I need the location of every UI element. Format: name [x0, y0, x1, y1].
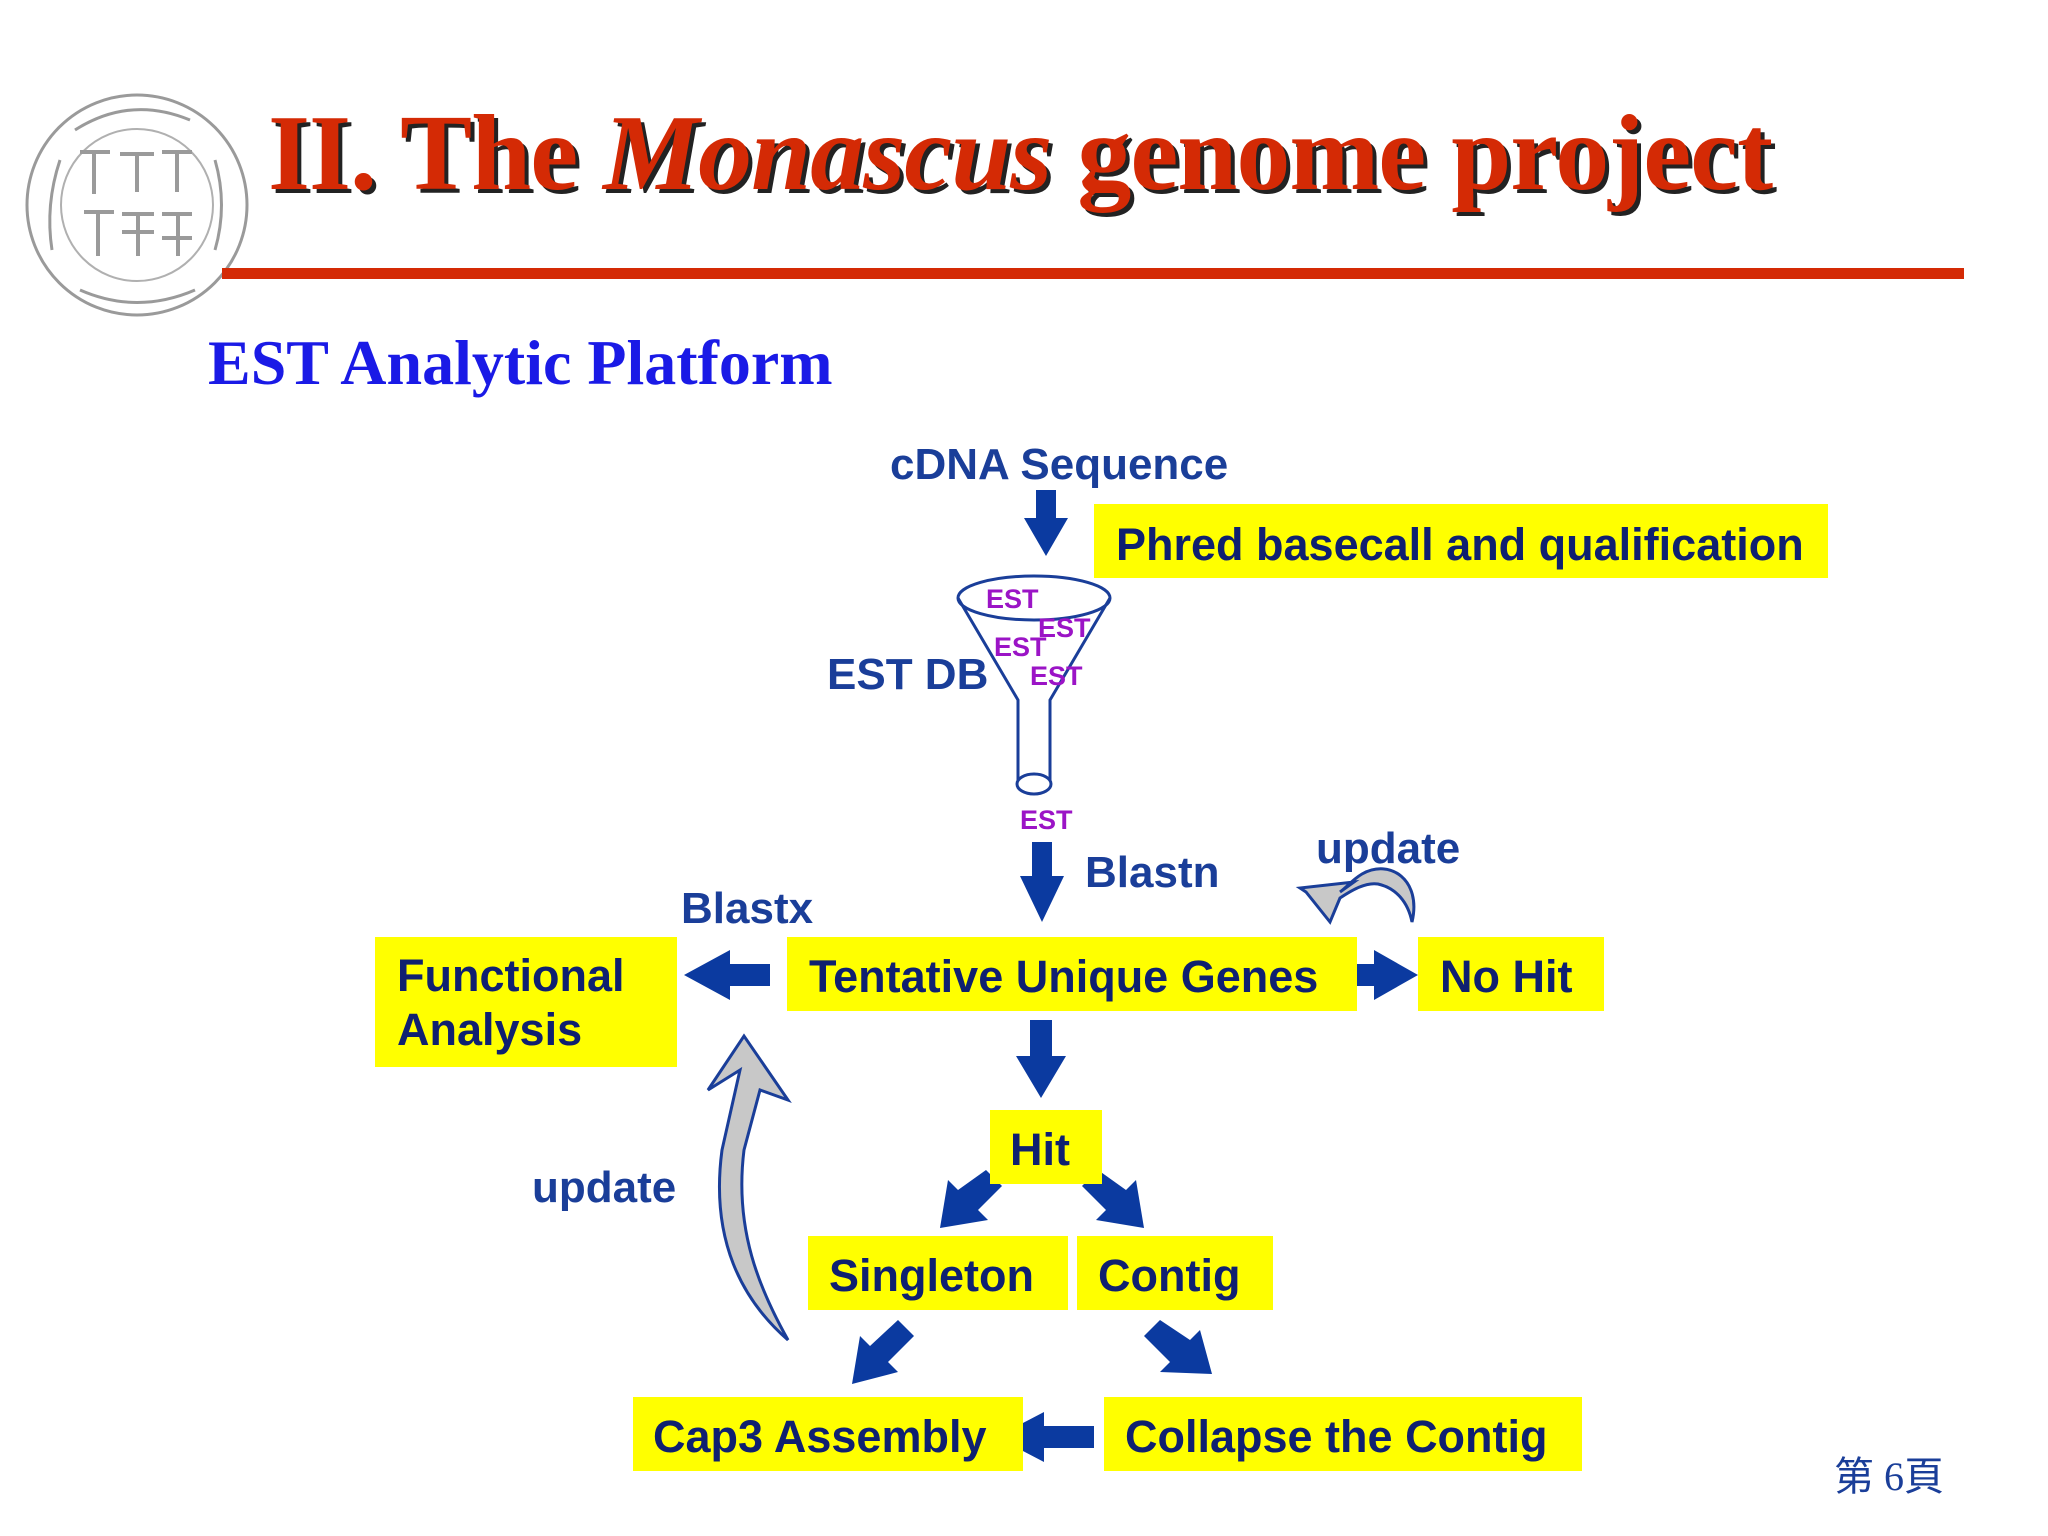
update-arrow-top [1295, 867, 1416, 925]
arrow-hit-down [1016, 1020, 1066, 1098]
est-token: EST [1038, 613, 1091, 643]
singleton-box: Singleton [808, 1236, 1068, 1310]
est-output-token: EST [1020, 805, 1073, 835]
update-top-label: update [1316, 824, 1461, 873]
functional-analysis-line1: Functional [397, 950, 625, 1001]
arrow-hit-to-contig [1082, 1170, 1144, 1228]
contig-text: Contig [1098, 1250, 1241, 1301]
hit-text: Hit [1010, 1124, 1070, 1175]
est-funnel-icon [956, 574, 1112, 796]
functional-analysis-line2: Analysis [397, 1004, 583, 1055]
institute-seal-logo [25, 93, 249, 317]
tentative-unique-genes-box: Tentative Unique Genes [787, 937, 1357, 1011]
blastn-label: Blastn [1085, 848, 1220, 897]
est-token: EST [1030, 661, 1083, 691]
phred-basecall-text: Phred basecall and qualification [1116, 519, 1804, 570]
slide-subtitle: EST Analytic Platform [208, 327, 833, 398]
no-hit-box: No Hit [1418, 937, 1604, 1011]
arrow-singleton-to-cap3 [852, 1320, 914, 1384]
collapse-contig-text: Collapse the Contig [1125, 1411, 1548, 1462]
arrow-hit-to-singleton [940, 1170, 1002, 1228]
slide-title: II. The Monascus genome project [268, 92, 1773, 216]
cap3-assembly-text: Cap3 Assembly [653, 1411, 987, 1462]
update-left-label: update [532, 1163, 677, 1212]
arrow-blastn-down [1020, 842, 1064, 922]
functional-analysis-box: Functional Analysis [375, 937, 677, 1067]
page-number: 第 6頁 [1834, 1454, 1944, 1499]
contig-box: Contig [1077, 1236, 1273, 1310]
cap3-assembly-box: Cap3 Assembly [633, 1397, 1023, 1471]
arrow-cdna-down [1024, 490, 1068, 556]
no-hit-text: No Hit [1440, 951, 1573, 1002]
est-token: EST [986, 584, 1039, 614]
title-divider [222, 268, 1964, 279]
tentative-unique-genes-text: Tentative Unique Genes [809, 951, 1319, 1002]
collapse-contig-box: Collapse the Contig [1104, 1397, 1582, 1471]
phred-basecall-box: Phred basecall and qualification [1094, 504, 1828, 578]
title-prefix: II. The [268, 94, 604, 213]
singleton-text: Singleton [829, 1250, 1034, 1301]
update-arrow-left [706, 1033, 792, 1342]
blastx-label: Blastx [681, 884, 814, 933]
title-italic-genus: Monascus [603, 94, 1052, 213]
hit-box: Hit [990, 1110, 1102, 1184]
est-db-label: EST DB [827, 650, 989, 699]
arrow-nohit-right [1334, 950, 1418, 1000]
cdna-sequence-label: cDNA Sequence [890, 440, 1229, 489]
arrow-contig-to-collapse [1144, 1320, 1212, 1374]
est-token: EST [994, 632, 1047, 662]
arrow-blastx-left [684, 950, 770, 1000]
title-suffix: genome project [1051, 94, 1773, 213]
